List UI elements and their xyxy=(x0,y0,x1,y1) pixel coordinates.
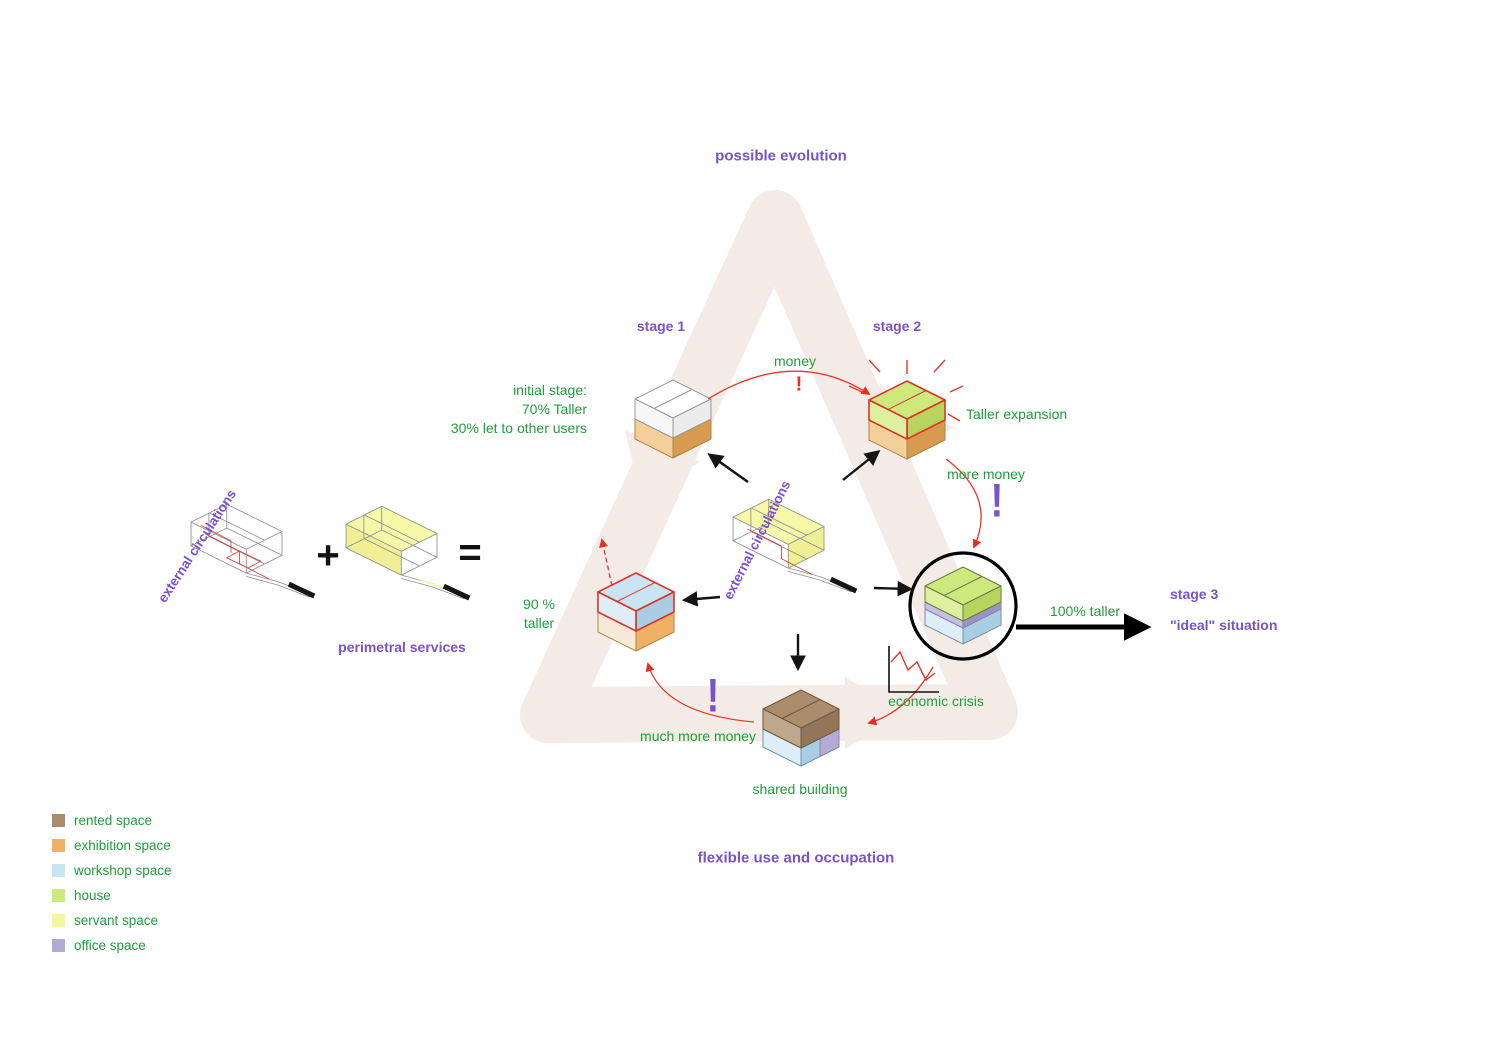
diagram-title: possible evolution xyxy=(715,147,847,165)
money-exclamation: ! xyxy=(795,373,803,396)
stage1-label: stage 1 xyxy=(636,318,686,334)
house-swatch-icon xyxy=(52,889,65,902)
shared-building-icon xyxy=(762,689,840,767)
rented-space-swatch-icon xyxy=(52,814,65,827)
more-money-exclamation-icon: ! xyxy=(990,475,1004,528)
equals-operator: = xyxy=(458,530,482,575)
ninety-taller-building-icon xyxy=(597,572,675,652)
stage2-label: stage 2 xyxy=(872,318,922,334)
legend-label: exhibition space xyxy=(74,838,171,853)
legend-item-exhibition-space: exhibition space xyxy=(52,833,172,858)
taller-expansion-label: Taller expansion xyxy=(966,406,1068,422)
ninety-taller-label: 90 % taller xyxy=(523,595,555,633)
exhibition-space-swatch-icon xyxy=(52,839,65,852)
much-more-money-exclamation-icon: ! xyxy=(706,670,720,723)
stage2-building-icon xyxy=(848,359,964,460)
much-more-money-label: much more money xyxy=(640,728,756,744)
ideal-situation-label: "ideal" situation xyxy=(1170,617,1278,633)
legend-item-office-space: office space xyxy=(52,933,172,958)
perimetral-services-wireframe-icon xyxy=(345,505,471,601)
center-wireframe-icon xyxy=(732,498,858,594)
legend-label: workshop space xyxy=(74,863,172,878)
stage1-note-line1: initial stage: xyxy=(513,382,587,398)
stage1-note-line3: 30% let to other users xyxy=(450,420,587,436)
legend-item-servant-space: servant space xyxy=(52,908,172,933)
stage1-note: initial stage: 70% Taller 30% let to oth… xyxy=(451,381,587,438)
legend-item-rented-space: rented space xyxy=(52,808,172,833)
ninety-taller-line2: taller xyxy=(523,615,555,631)
legend-label: rented space xyxy=(74,813,153,828)
legend-label: office space xyxy=(74,938,146,953)
legend-label: house xyxy=(74,888,111,903)
economic-crisis-label: economic crisis xyxy=(888,693,984,709)
office-space-swatch-icon xyxy=(52,939,65,952)
plus-operator: + xyxy=(316,533,340,578)
hundred-taller-label: 100% taller xyxy=(1049,603,1121,619)
expansion-rays-icon xyxy=(848,359,964,422)
stage1-building-icon xyxy=(634,379,712,459)
money-label: money xyxy=(773,353,817,369)
background-cycle-shape xyxy=(520,190,1018,749)
money-flow-arrows xyxy=(599,370,982,726)
diagram-footer: flexible use and occupation xyxy=(697,849,895,867)
legend: rented space exhibition space workshop s… xyxy=(52,808,172,958)
servant-space-swatch-icon xyxy=(52,914,65,927)
workshop-space-swatch-icon xyxy=(52,864,65,877)
ninety-taller-line1: 90 % xyxy=(523,596,555,612)
stage3-label: stage 3 xyxy=(1170,586,1219,602)
legend-item-house: house xyxy=(52,883,172,908)
economic-crisis-chart-icon xyxy=(888,646,939,693)
cycle-arrows xyxy=(681,450,914,672)
more-money-label: more money xyxy=(947,466,1025,482)
external-circulations-wireframe-icon xyxy=(190,503,316,599)
legend-item-workshop-space: workshop space xyxy=(52,858,172,883)
stage3-building-icon xyxy=(924,566,1002,645)
stage1-note-line2: 70% Taller xyxy=(521,401,587,417)
legend-label: servant space xyxy=(74,913,159,928)
shared-building-label: shared building xyxy=(752,781,848,797)
stage3-highlight-circle xyxy=(908,551,1018,661)
perimetral-services-label: perimetral services xyxy=(338,639,466,655)
